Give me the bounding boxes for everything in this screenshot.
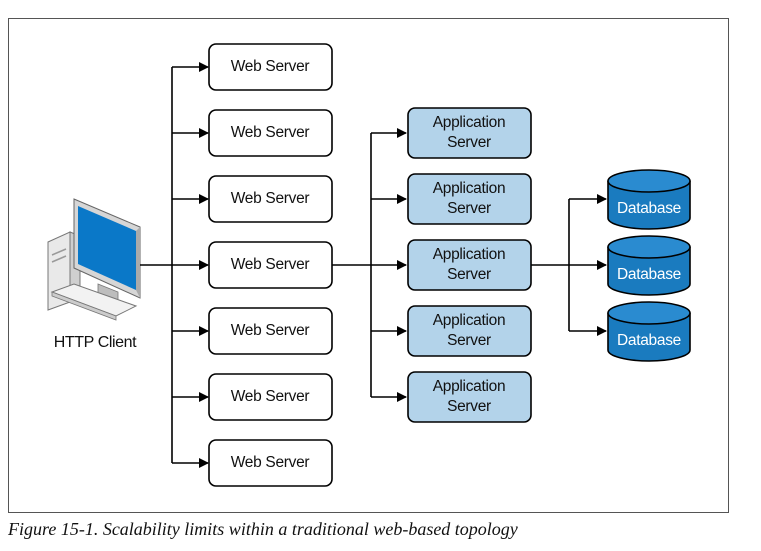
web-server-node: Web Server xyxy=(208,307,333,355)
database-icon: Database xyxy=(607,235,691,296)
desktop-computer-icon xyxy=(47,198,141,321)
database-label: Database xyxy=(617,266,681,283)
database-label: Database xyxy=(617,332,681,349)
app-server-label-line2: Server xyxy=(447,332,491,349)
web-server-label: Web Server xyxy=(231,58,310,75)
app-server-node: Application Server xyxy=(407,107,532,159)
database-icon: Database xyxy=(607,169,691,230)
web-server-node: Web Server xyxy=(208,43,333,91)
client-to-web-connectors xyxy=(140,62,209,468)
web-server-label: Web Server xyxy=(231,388,310,405)
web-server-node: Web Server xyxy=(208,175,333,223)
app-server-label-line2: Server xyxy=(447,398,491,415)
app-server-label-line1: Application xyxy=(433,246,506,263)
web-server-node: Web Server xyxy=(208,109,333,157)
figure-caption: Figure 15-1. Scalability limits within a… xyxy=(8,519,518,539)
web-server-label: Web Server xyxy=(231,124,310,141)
app-server-tier: Application Server Application Server Ap… xyxy=(407,107,532,423)
app-server-label-line1: Application xyxy=(433,312,506,329)
app-server-node: Application Server xyxy=(407,173,532,225)
app-server-node: Application Server xyxy=(407,239,532,291)
web-server-label: Web Server xyxy=(231,190,310,207)
http-client-label: HTTP Client xyxy=(54,334,137,351)
web-server-label: Web Server xyxy=(231,256,310,273)
web-server-node: Web Server xyxy=(208,439,333,487)
web-server-tier: Web Server Web Server Web Server Web Ser… xyxy=(208,43,333,487)
app-server-label-line2: Server xyxy=(447,134,491,151)
database-tier: Database Database Database xyxy=(607,169,691,362)
web-server-label: Web Server xyxy=(231,322,310,339)
web-server-node: Web Server xyxy=(208,373,333,421)
database-icon: Database xyxy=(607,301,691,362)
web-server-node: Web Server xyxy=(208,241,333,289)
app-server-label-line1: Application xyxy=(433,378,506,395)
web-server-label: Web Server xyxy=(231,454,310,471)
app-server-label-line2: Server xyxy=(447,266,491,283)
diagram-frame xyxy=(8,18,729,513)
database-label: Database xyxy=(617,200,681,217)
app-server-label-line1: Application xyxy=(433,180,506,197)
app-server-label-line1: Application xyxy=(433,114,506,131)
app-server-node: Application Server xyxy=(407,371,532,423)
web-to-app-connectors xyxy=(332,128,407,402)
app-to-db-connectors xyxy=(531,194,607,336)
app-server-node: Application Server xyxy=(407,305,532,357)
app-server-label-line2: Server xyxy=(447,200,491,217)
